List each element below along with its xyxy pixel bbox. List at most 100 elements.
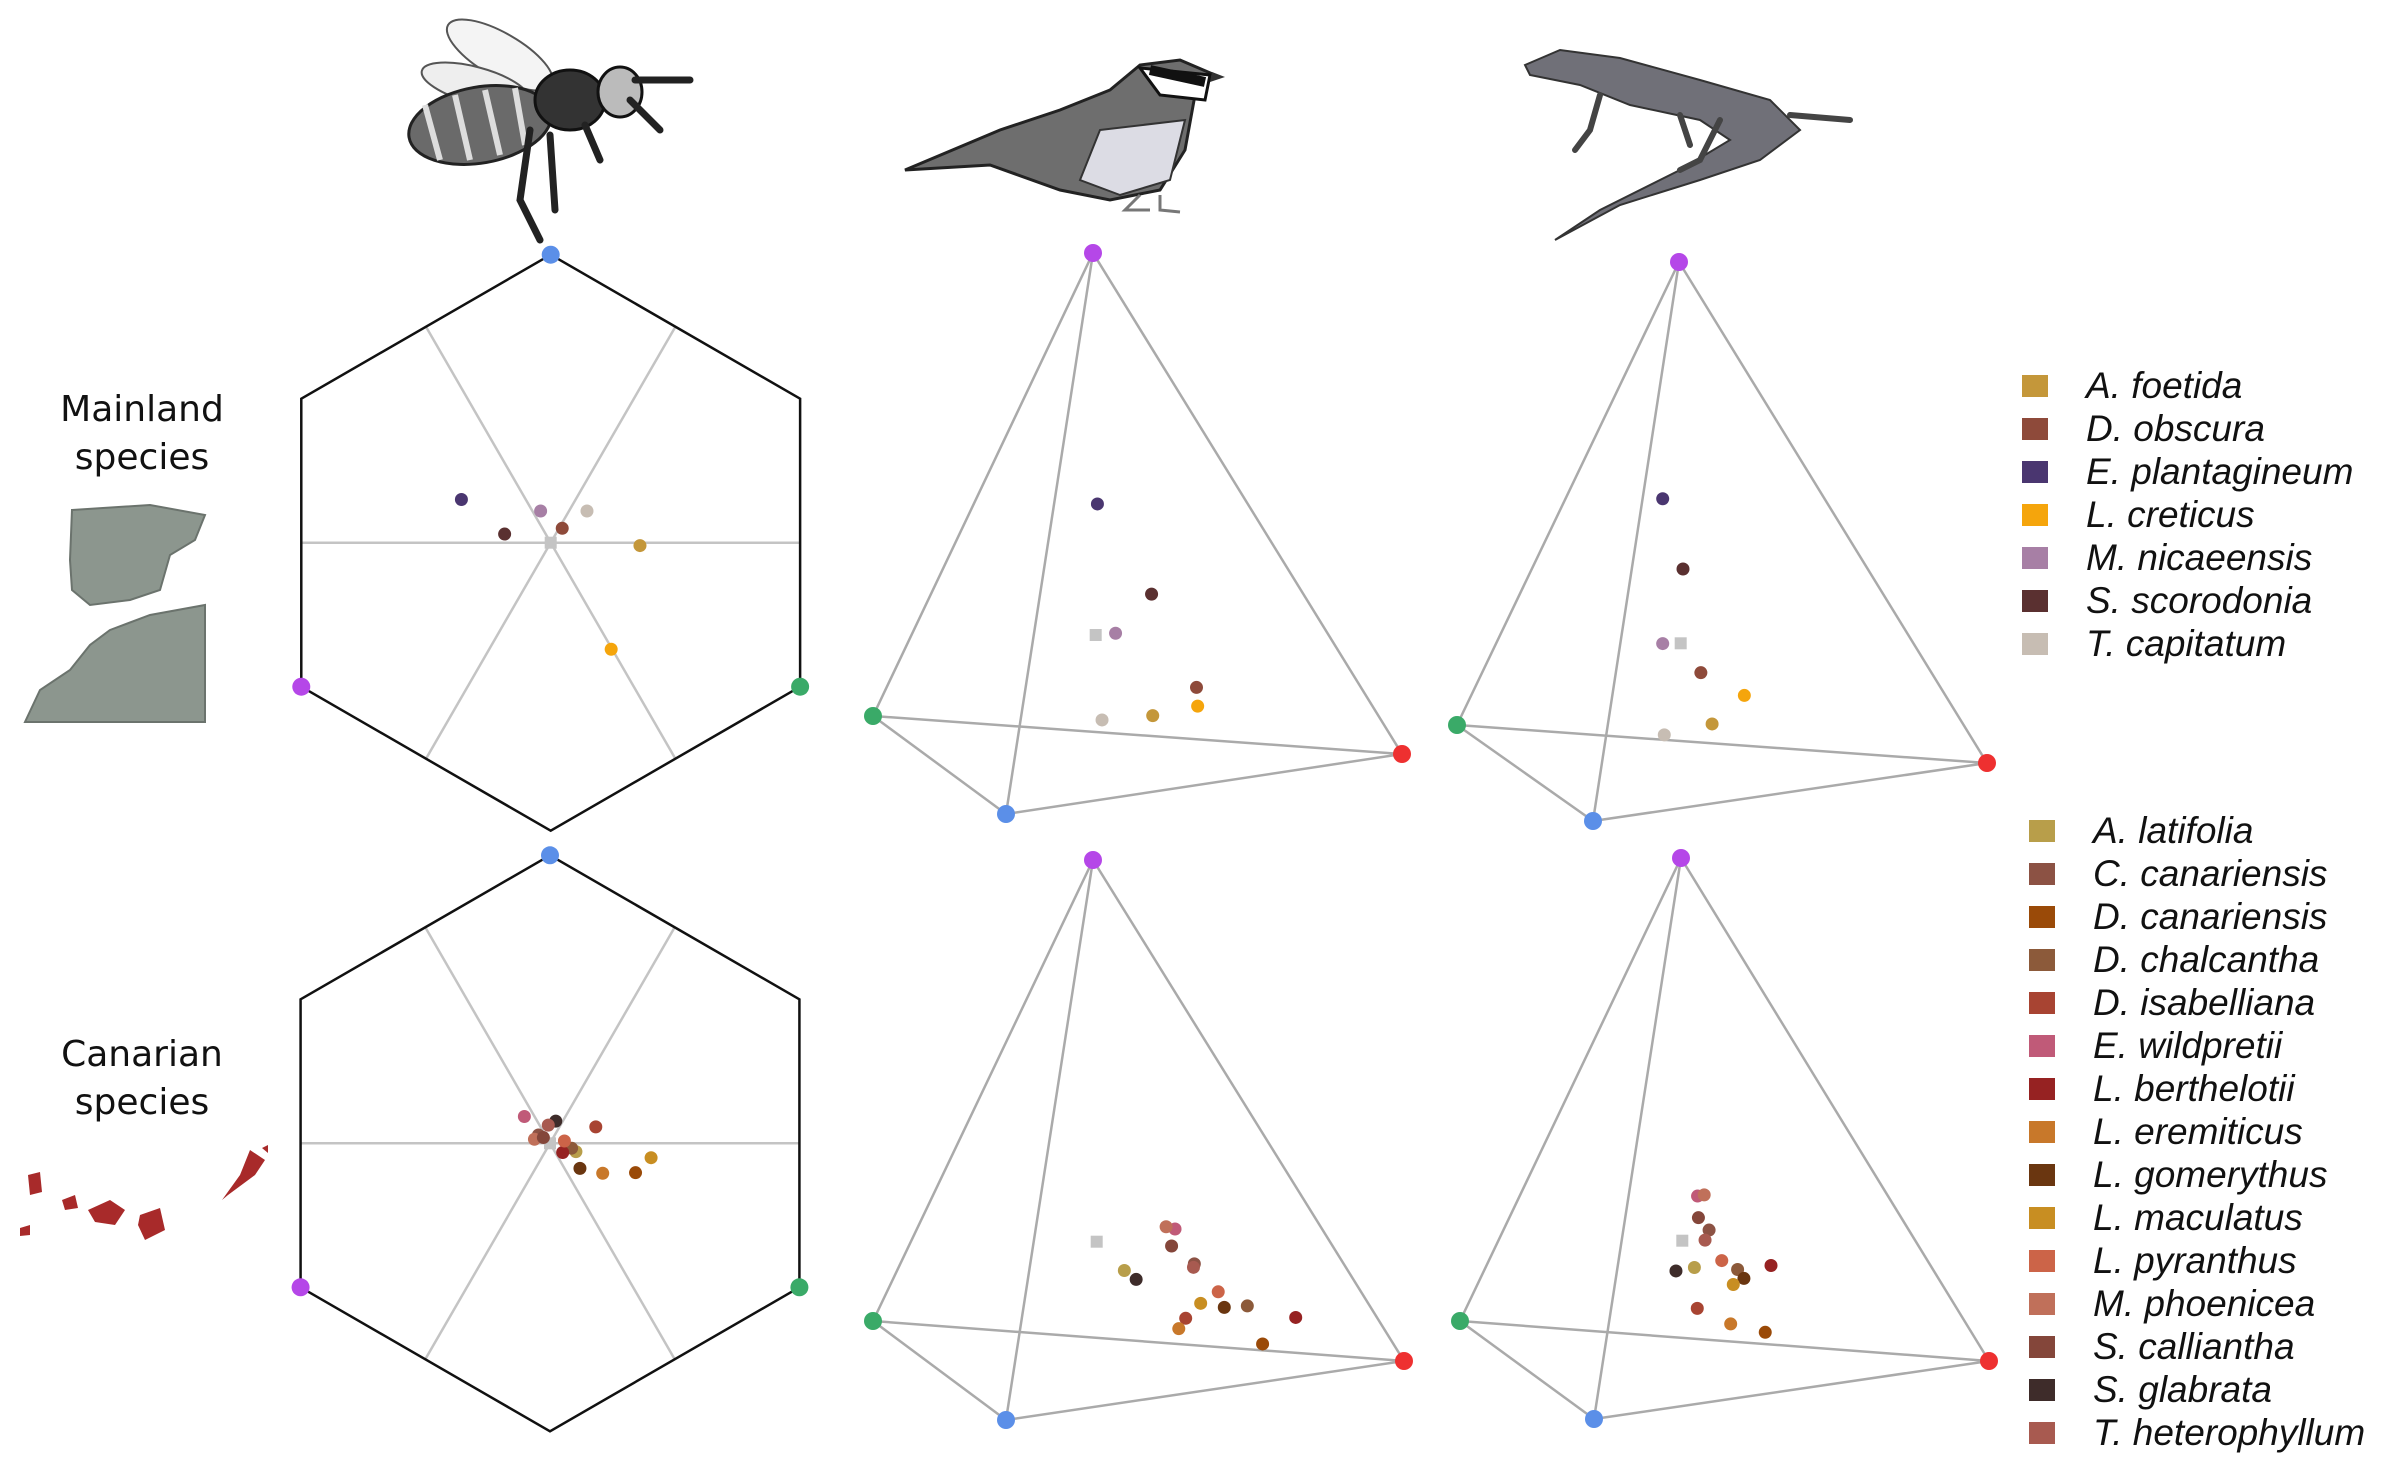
tetrahedron-edge [872, 714, 1007, 816]
tetrahedron-edge [1591, 261, 1681, 822]
data-point-d-canariensis [629, 1166, 643, 1180]
data-point-a-latifolia [1687, 1260, 1701, 1274]
tetrahedron-edge [1592, 857, 1683, 1420]
data-point-m-nicaeensis [1109, 626, 1123, 640]
data-point-l-creticus [1737, 688, 1751, 702]
legend-item: D. obscura [2022, 407, 2353, 450]
vertex-blue [997, 1411, 1015, 1429]
legend-item: T. heterophyllum [2029, 1411, 2365, 1454]
legend-label: T. capitatum [2086, 622, 2287, 664]
data-point-l-maculatus [1726, 1277, 1740, 1291]
data-point-l-gomerythus [573, 1161, 587, 1175]
legend-label: C. canariensis [2093, 852, 2328, 894]
legend-label: D. chalcantha [2093, 938, 2320, 980]
legend-swatch [2022, 589, 2048, 612]
achromatic-point [1674, 637, 1687, 650]
legend-label: L. maculatus [2093, 1196, 2303, 1238]
legend-item: L. berthelotii [2029, 1067, 2365, 1110]
plot-tetrahedron-5 [1451, 849, 1998, 1428]
legend-label: D. obscura [2086, 407, 2265, 449]
data-point-m-phoenicea [1159, 1220, 1173, 1234]
legend-label: M. phoenicea [2093, 1282, 2316, 1324]
legend-item: L. creticus [2022, 493, 2353, 536]
tetrahedron-edge [1004, 859, 1095, 1421]
legend-item: S. calliantha [2029, 1325, 2365, 1368]
row-label-canarian: Canarian species [61, 1034, 223, 1123]
vertex-red [1395, 1352, 1413, 1370]
tetrahedron-edge [1005, 1359, 1405, 1422]
vertex-green [790, 1278, 809, 1297]
tetrahedron-edge [1458, 857, 1683, 1322]
data-point-e-plantagineum [1656, 492, 1670, 506]
vertex-blue [1584, 812, 1602, 830]
legend-label: L. eremiticus [2093, 1110, 2303, 1152]
data-point-t-heterophyllum [1698, 1233, 1712, 1247]
vertex-uv [1670, 253, 1688, 271]
data-point-d-chalcantha [1240, 1299, 1254, 1313]
legend-label: A. latifolia [2093, 809, 2254, 851]
data-point-l-eremiticus [1724, 1317, 1738, 1331]
legend-swatch [2022, 546, 2048, 569]
data-point-l-berthelotii [556, 1146, 570, 1160]
legend-swatch [2029, 1034, 2055, 1057]
plot-hexagon-3 [291, 846, 809, 1433]
vertex-blue [1585, 1410, 1603, 1428]
data-point-t-capitatum [1657, 728, 1671, 742]
tetrahedron-edge [871, 252, 1095, 717]
plot-tetrahedron-4 [864, 851, 1413, 1429]
legend-item: T. capitatum [2022, 622, 2353, 665]
tetrahedron-edge [1459, 1319, 1990, 1363]
legend-swatch [2029, 948, 2055, 971]
data-point-m-phoenicea [1697, 1188, 1711, 1202]
tetrahedron-edge [1679, 857, 1991, 1362]
plot-tetrahedron-2 [1448, 253, 1996, 830]
data-point-d-isabelliana [589, 1120, 603, 1134]
data-point-s-glabrata [1669, 1264, 1683, 1278]
legend-label: T. heterophyllum [2093, 1411, 2366, 1453]
legend-item: D. chalcantha [2029, 938, 2365, 981]
data-point-l-pyranthus [557, 1134, 571, 1148]
vertex-red [1980, 1352, 1998, 1370]
data-point-s-scorodonia [498, 527, 512, 541]
tetrahedron-edge [872, 1319, 1007, 1422]
legend-label: E. wildpretii [2093, 1024, 2283, 1066]
legend-swatch [2029, 1249, 2055, 1272]
legend-swatch [2029, 905, 2055, 928]
legend-item: S. scorodonia [2022, 579, 2353, 622]
vertex-uv [1084, 244, 1102, 262]
legend-swatch [2029, 1206, 2055, 1229]
legend-label: L. berthelotii [2093, 1067, 2295, 1109]
data-point-a-foetida [1146, 709, 1160, 723]
vertex-red [1393, 745, 1411, 763]
data-point-t-capitatum [580, 504, 594, 518]
bird-illustration [904, 58, 1225, 214]
legend-swatch [2029, 1120, 2055, 1143]
legend-label: L. pyranthus [2093, 1239, 2297, 1281]
legend-label: S. calliantha [2093, 1325, 2295, 1367]
legend-item: L. pyranthus [2029, 1239, 2365, 1282]
achromatic-point [1089, 629, 1102, 641]
legend-swatch [2022, 417, 2048, 440]
legend-label: D. isabelliana [2093, 981, 2316, 1023]
tetrahedron-edge [1455, 261, 1681, 726]
tetrahedron-edge [871, 859, 1095, 1322]
tetrahedron-edge [1459, 1319, 1595, 1421]
lizard-illustration [1523, 48, 1853, 241]
legend-label: M. nicaeensis [2086, 536, 2313, 578]
tetrahedron-edge [872, 714, 1403, 756]
legend-item: M. phoenicea [2029, 1282, 2365, 1325]
data-point-l-pyranthus [1715, 1254, 1729, 1268]
data-point-s-calliantha [1691, 1211, 1705, 1225]
data-point-s-scorodonia [1145, 587, 1159, 601]
tetrahedron-edge [1091, 252, 1404, 755]
legend-item: L. maculatus [2029, 1196, 2365, 1239]
data-point-l-creticus [604, 642, 618, 656]
iberia-map [23, 503, 207, 723]
legend-item: L. eremiticus [2029, 1110, 2365, 1153]
data-point-d-obscura [1190, 680, 1203, 694]
vertex-blue [541, 245, 560, 264]
data-point-d-canariensis [1758, 1325, 1772, 1339]
data-point-e-wildpretii [517, 1110, 531, 1124]
legend-item: L. gomerythus [2029, 1153, 2365, 1196]
